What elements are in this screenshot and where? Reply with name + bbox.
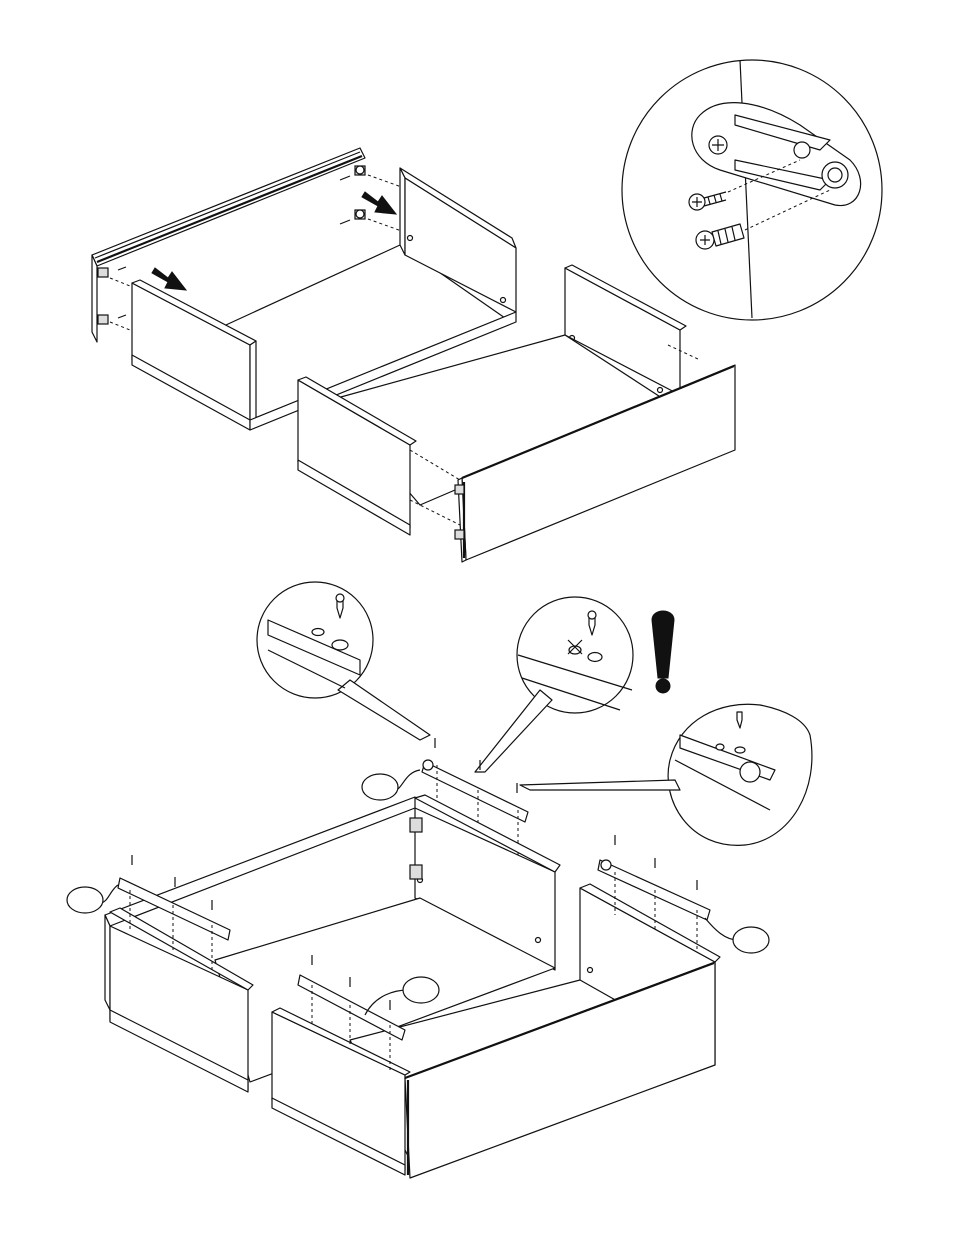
part-label-bubble [733,927,769,953]
part-label-bubble [362,774,398,800]
step-2-runner-assembly [67,582,812,1178]
part-label-leader [395,770,420,790]
part-label-bubble [403,977,439,1003]
exclamation-icon [652,611,674,693]
wrong-screw-hole-detail [475,597,633,772]
step-1-drawer-assembly [92,60,882,562]
cam-fitting-detail [622,60,882,320]
part-label-bubble [67,887,103,913]
runner-wheel-detail [520,704,812,845]
runner-screw-detail [257,582,430,740]
